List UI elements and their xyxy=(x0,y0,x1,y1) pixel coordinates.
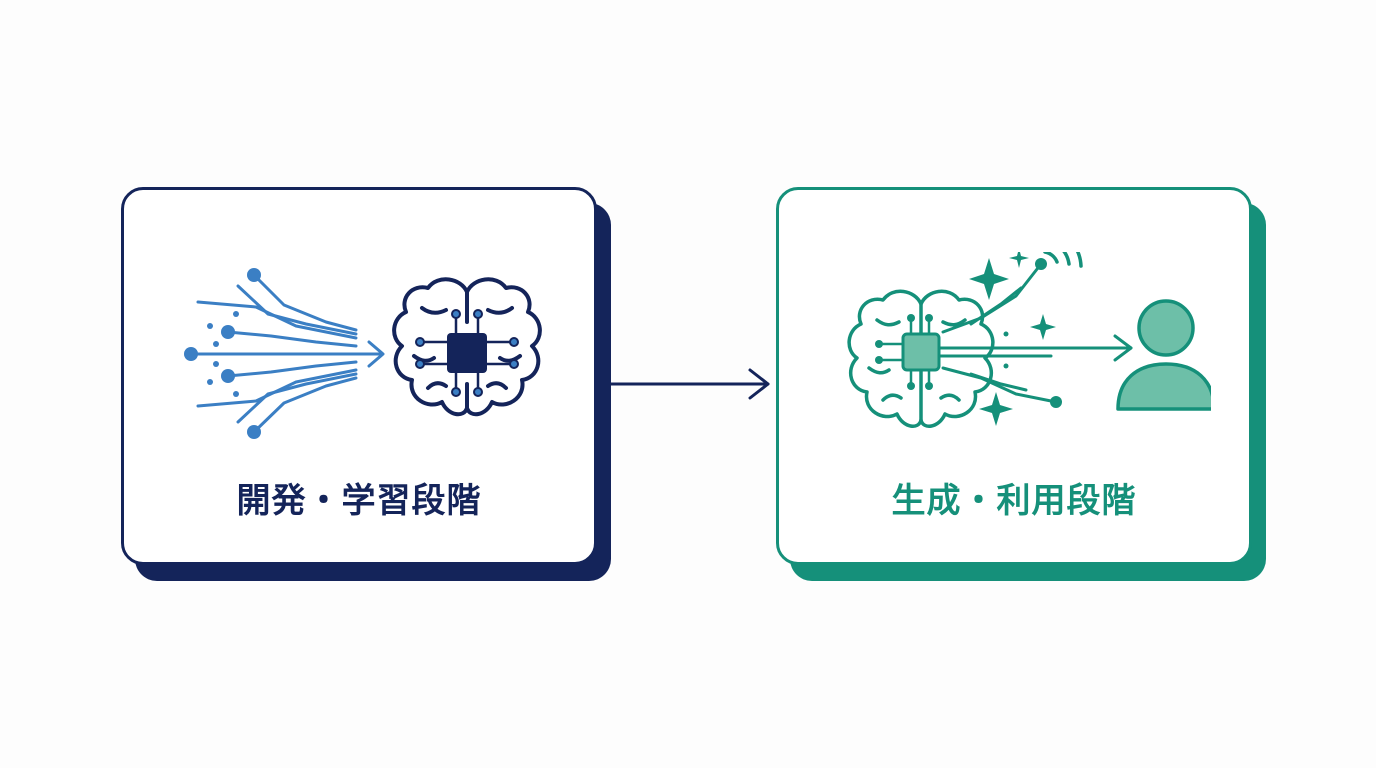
usage-stage-card: 生成・利用段階 xyxy=(776,187,1266,581)
ai-brain-icon xyxy=(847,289,995,428)
development-stage-card: 開発・学習段階 xyxy=(121,187,611,581)
chip-node-dots-icon xyxy=(415,309,519,397)
sparkle-icon xyxy=(969,252,1056,426)
chip-node-dots-icon xyxy=(875,314,933,390)
user-avatar-icon xyxy=(1116,299,1211,411)
usage-card-body: 生成・利用段階 xyxy=(776,187,1252,565)
data-stream-lines-icon xyxy=(189,273,385,434)
signal-waves-icon xyxy=(1043,252,1083,268)
processor-chip-icon xyxy=(901,332,941,372)
data-streams-into-ai-brain-icon xyxy=(184,268,542,439)
development-card-body: 開発・学習段階 xyxy=(121,187,597,565)
ai-brain-icon xyxy=(392,277,542,417)
processor-chip-icon xyxy=(447,333,487,373)
output-node-dots-icon xyxy=(1003,258,1062,408)
output-stream-lines-icon xyxy=(937,262,1133,404)
data-node-dots-icon xyxy=(184,268,261,439)
arrow-right-icon xyxy=(606,368,770,400)
development-stage-label: 開発・学習段階 xyxy=(236,481,482,521)
ai-brain-output-to-user-icon xyxy=(847,252,1211,428)
usage-stage-label: 生成・利用段階 xyxy=(891,481,1137,521)
